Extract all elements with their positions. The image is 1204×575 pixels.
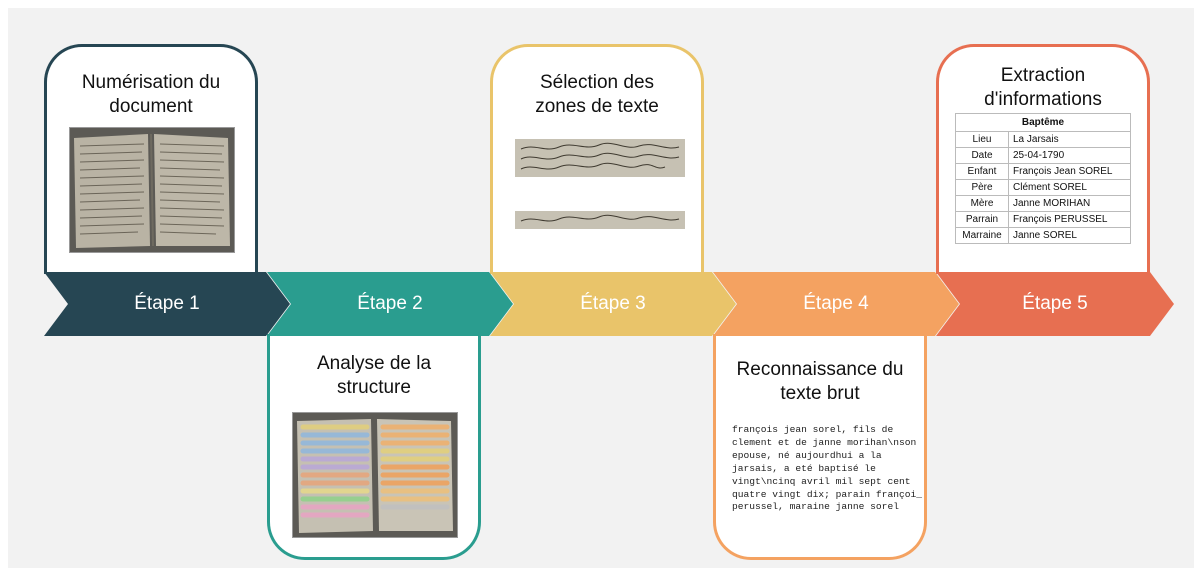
field-name: Parrain (955, 211, 1009, 228)
segmented-book-image (292, 412, 458, 538)
card-title: Extraction d'informations (984, 65, 1102, 110)
field-value: Clément SOREL (1008, 179, 1131, 196)
card-digitization: Numérisation du document (44, 44, 258, 274)
diagram-canvas: Numérisation du document (8, 8, 1194, 568)
card-raw-text-recognition: Reconnaissance du texte brut françois je… (713, 334, 927, 560)
step-1-label: Étape 1 (134, 293, 200, 314)
text-zone-line-1-image (515, 139, 685, 177)
field-value: François PERUSSEL (1008, 211, 1131, 228)
raw-ocr-text: françois jean sorel, fils de clement et … (732, 424, 922, 513)
field-value: François Jean SOREL (1008, 163, 1131, 180)
register-book-image (69, 127, 235, 253)
step-3-label: Étape 3 (580, 293, 646, 314)
table-title: Baptême (955, 113, 1131, 132)
step-3-arrow: Étape 3 (490, 272, 736, 336)
card-title: Sélection des zones de texte (535, 72, 659, 117)
step-1-arrow: Étape 1 (44, 272, 290, 336)
card-title: Reconnaissance du texte brut (736, 359, 904, 404)
field-value: Janne SOREL (1008, 227, 1131, 244)
field-name: Père (955, 179, 1009, 196)
field-name: Lieu (955, 131, 1009, 148)
text-zone-line-2-image (515, 211, 685, 229)
field-value: Janne MORIHAN (1008, 195, 1131, 212)
field-name: Enfant (955, 163, 1009, 180)
step-2-label: Étape 2 (357, 293, 423, 314)
step-5-label: Étape 5 (1022, 293, 1088, 314)
step-5-arrow: Étape 5 (936, 272, 1174, 336)
field-name: Date (955, 147, 1009, 164)
step-4-arrow: Étape 4 (713, 272, 959, 336)
card-title: Analyse de la structure (316, 353, 432, 398)
card-text-zone-selection: Sélection des zones de texte (490, 44, 704, 274)
step-2-arrow: Étape 2 (267, 272, 513, 336)
field-value: 25-04-1790 (1008, 147, 1131, 164)
card-title: Numérisation du document (81, 72, 221, 117)
field-name: Marraine (955, 227, 1009, 244)
card-structure-analysis: Analyse de la structure (267, 334, 481, 560)
field-value: La Jarsais (1008, 131, 1131, 148)
field-name: Mère (955, 195, 1009, 212)
step-4-label: Étape 4 (803, 293, 869, 314)
